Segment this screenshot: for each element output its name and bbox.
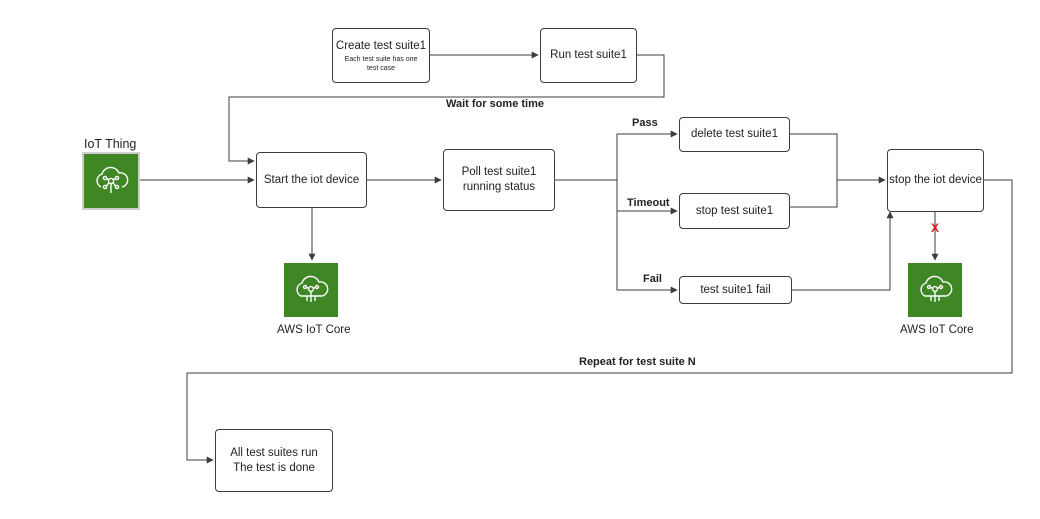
create-test-suite-note-line1: Each test suite has one <box>344 55 418 63</box>
poll-status-line2: running status <box>462 181 536 193</box>
all-suites-done-line1: All test suites run <box>230 446 318 459</box>
poll-status-line1: Poll test suite1 <box>461 166 537 178</box>
create-test-suite-note: Each test suite has one test case <box>345 55 418 73</box>
timeout-label: Timeout <box>627 197 670 209</box>
repeat-label: Repeat for test suite N <box>579 356 696 368</box>
stop-test-suite-label: stop test suite1 <box>695 204 774 217</box>
all-suites-done-line2: The test is done <box>233 461 315 474</box>
start-iot-device-label: Start the iot device <box>263 173 360 186</box>
edge-fail-to-stop <box>792 211 894 291</box>
run-test-suite-node: Run test suite1 <box>540 28 637 83</box>
create-test-suite-note-line2: test case <box>366 64 395 72</box>
aws-iot-core-caption-left: AWS IoT Core <box>277 324 351 336</box>
start-iot-device-node: Start the iot device <box>256 152 367 208</box>
edge-fail <box>616 180 678 294</box>
blocked-x-mark: X <box>931 221 940 235</box>
delete-test-suite-node: delete test suite1 <box>679 117 790 152</box>
aws-iot-core-icon-right <box>908 263 962 317</box>
test-suite-fail-node: test suite1 fail <box>679 276 792 304</box>
test-suite-fail-label: test suite1 fail <box>700 283 771 296</box>
run-test-suite-label: Run test suite1 <box>550 49 627 61</box>
aws-iot-core-icon-left <box>284 263 338 317</box>
poll-status-node: Poll test suite1 running status <box>443 149 555 211</box>
aws-iot-core-caption-right: AWS IoT Core <box>900 324 974 336</box>
fail-label: Fail <box>643 273 662 285</box>
pass-label: Pass <box>632 117 658 129</box>
edge-delete-to-stop <box>790 133 886 184</box>
stop-iot-device-node: stop the iot device <box>887 149 984 212</box>
delete-test-suite-label: delete test suite1 <box>691 128 778 140</box>
edge-pass <box>616 130 678 180</box>
create-test-suite-node: Create test suite1 Each test suite has o… <box>332 28 430 83</box>
iot-thing-caption: IoT Thing <box>84 137 137 151</box>
stop-iot-device-label: stop the iot device <box>889 174 982 186</box>
create-test-suite-title: Create test suite1 <box>335 39 427 52</box>
all-suites-done-node: All test suites run The test is done <box>215 429 333 492</box>
edge-run-to-start <box>228 54 665 165</box>
edge-stop-to-done <box>186 179 1013 464</box>
iot-thing-icon <box>82 152 140 210</box>
wait-label: Wait for some time <box>446 98 544 110</box>
edge-stopsuite-to-stop <box>790 180 838 208</box>
stop-test-suite-node: stop test suite1 <box>679 193 790 229</box>
